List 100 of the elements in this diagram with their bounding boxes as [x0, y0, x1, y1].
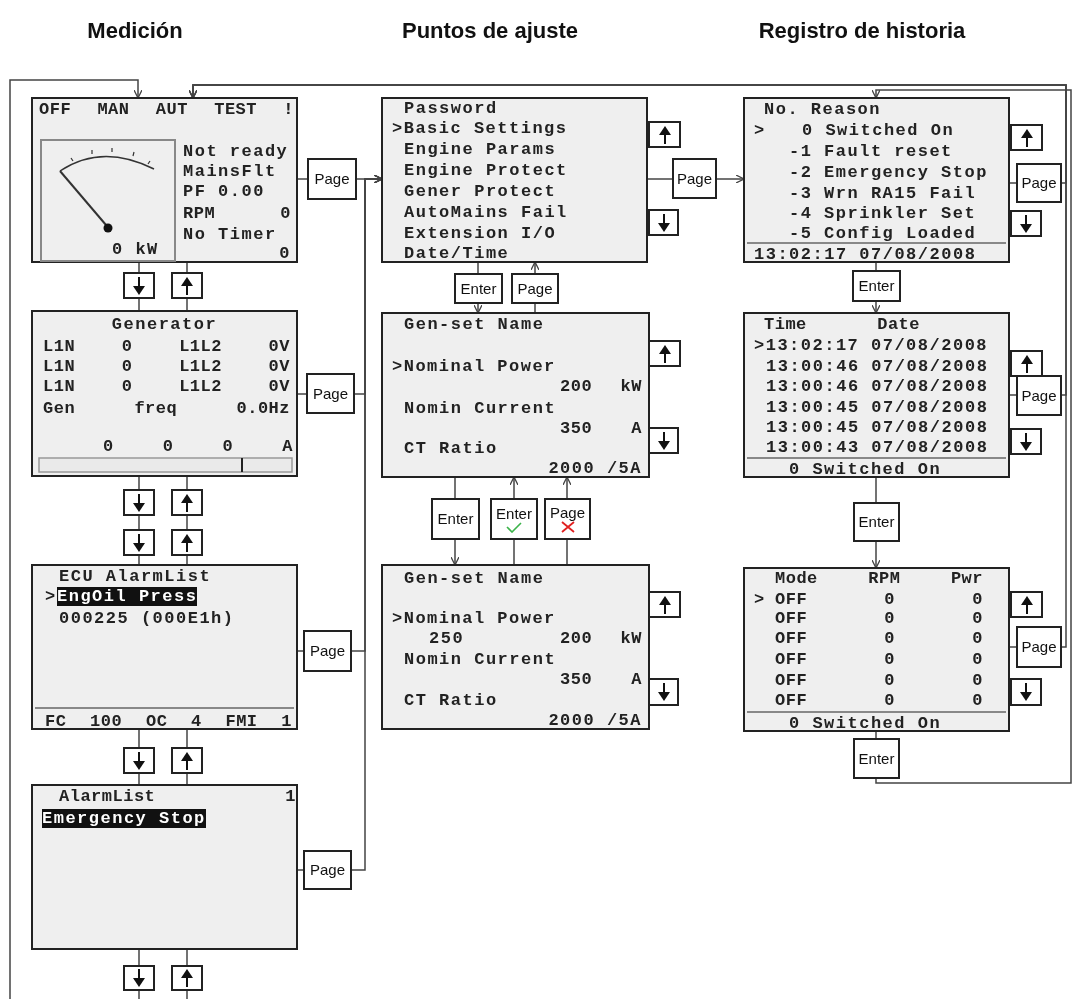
- screen-text: OFF 0 0: [775, 671, 983, 690]
- screen-text: FC 100 OC 4 FMI 1: [45, 712, 292, 731]
- screen-text: Gen freq 0.0Hz: [43, 399, 290, 418]
- lcd-screen: [381, 564, 650, 730]
- connector-line: [138, 476, 140, 490]
- screen-text: >: [754, 590, 766, 609]
- arrow: [509, 476, 519, 499]
- screen-text: 0: [279, 244, 291, 263]
- key-button: [648, 340, 681, 367]
- key-button: Page: [306, 373, 355, 414]
- screen-text: L1N 0 L1L2 0V: [43, 357, 290, 376]
- screen-text: MainsFlt: [183, 162, 277, 181]
- lcd-screen: [31, 310, 298, 477]
- key-button: [648, 427, 679, 454]
- key-button: [1010, 124, 1043, 151]
- key-button: Page: [672, 158, 717, 199]
- key-button: [171, 747, 203, 774]
- column-heading: Registro de historia: [758, 18, 966, 44]
- key-button: Page: [307, 158, 357, 200]
- screen-text: >: [45, 587, 57, 606]
- screen-text: >: [754, 121, 766, 140]
- connector-line: [477, 262, 479, 274]
- connector-line: [647, 178, 673, 180]
- connector-line: [186, 476, 188, 490]
- lcd-screen: [31, 784, 298, 950]
- key-button: [648, 121, 681, 148]
- connector-line: [566, 539, 568, 565]
- screen-text: >Basic Settings: [392, 119, 568, 138]
- key-button: Enter: [853, 502, 900, 542]
- arrow: [473, 303, 483, 314]
- connector-line: [1009, 182, 1017, 184]
- screen-text: 0 Switched On: [789, 460, 942, 479]
- connector-line: [186, 515, 188, 530]
- key-button: Page: [303, 630, 352, 672]
- screen-text: 0 kW: [112, 240, 159, 259]
- screen-text: No. Reason: [764, 100, 882, 119]
- screen-text: Generator: [110, 315, 219, 334]
- key-button: [1010, 428, 1042, 455]
- connector-line: [875, 262, 877, 271]
- screen-text: OFF MAN AUT TEST !: [39, 100, 294, 119]
- lcd-screen: [743, 567, 1010, 732]
- screen-text: Engine Protect: [404, 161, 568, 180]
- connector-line: [297, 650, 304, 652]
- screen-text: AutoMains Fail: [404, 203, 568, 222]
- key-button: [171, 489, 203, 516]
- screen-text: Mode RPM Pwr: [775, 569, 983, 588]
- lcd-screen: [31, 564, 298, 730]
- arrow: [716, 174, 745, 184]
- screen-text: Nomin Current: [404, 399, 557, 418]
- connector-line: [138, 990, 140, 999]
- screen-text: PF 0.00: [183, 182, 265, 201]
- connector-line: [297, 178, 308, 180]
- screen-text: ECU AlarmList: [59, 567, 212, 586]
- connector-line: [138, 515, 140, 530]
- connector-line: [297, 869, 304, 871]
- column-heading: Puntos de ajuste: [402, 18, 578, 44]
- key-button: [123, 965, 155, 991]
- connector-line: [454, 477, 456, 499]
- screen-text: -3 Wrn RA15 Fail: [789, 184, 977, 203]
- key-button: Enter: [853, 738, 900, 779]
- screen-text: L1N 0 L1L2 0V: [43, 337, 290, 356]
- key-button: [123, 747, 155, 774]
- lcd-screen: [31, 97, 298, 263]
- key-button: [171, 529, 203, 556]
- key-button: Enter: [852, 270, 901, 302]
- connector-line: [534, 303, 536, 313]
- lcd-screen: [743, 97, 1010, 263]
- screen-text: CT Ratio: [404, 439, 498, 458]
- connector-line: [138, 555, 140, 565]
- connector-line: [1009, 394, 1017, 396]
- screen-text: 2000 /5A: [548, 459, 642, 478]
- key-button: [171, 272, 203, 299]
- key-button: [123, 529, 155, 556]
- screen-text: OFF 0 0: [775, 609, 983, 628]
- screen-text: Password: [404, 99, 498, 118]
- key-button: Page: [1016, 375, 1062, 416]
- screen-text: 13:00:46 07/08/2008: [766, 377, 989, 396]
- screen-text: >Nominal Power: [392, 609, 556, 628]
- arrow: [9, 79, 143, 999]
- screen-text: OFF 0 0: [775, 691, 983, 710]
- column-heading: Medición: [87, 18, 183, 44]
- screen-text: CT Ratio: [404, 691, 498, 710]
- arrow: [351, 174, 383, 871]
- key-button: [1010, 591, 1043, 618]
- screen-text: 13:00:46 07/08/2008: [766, 357, 989, 376]
- screen-text: Time Date: [764, 315, 920, 334]
- screen-text: 2000 /5A: [548, 711, 642, 730]
- arrow: [871, 301, 881, 314]
- key-button: Page: [511, 273, 559, 304]
- screen-text: 0 Switched On: [802, 121, 955, 140]
- screen-text: OFF 0 0: [775, 629, 983, 648]
- key-button: [648, 591, 681, 618]
- screen-text: 350 A: [560, 670, 642, 689]
- connector-line: [513, 539, 515, 565]
- screen-text: Gener Protect: [404, 182, 557, 201]
- key-button: [171, 965, 203, 991]
- screen-text: Not ready: [183, 142, 289, 161]
- screen-text: RPM 0: [183, 204, 291, 223]
- arrow: [871, 89, 1072, 784]
- highlighted-text: Emergency Stop: [42, 809, 206, 828]
